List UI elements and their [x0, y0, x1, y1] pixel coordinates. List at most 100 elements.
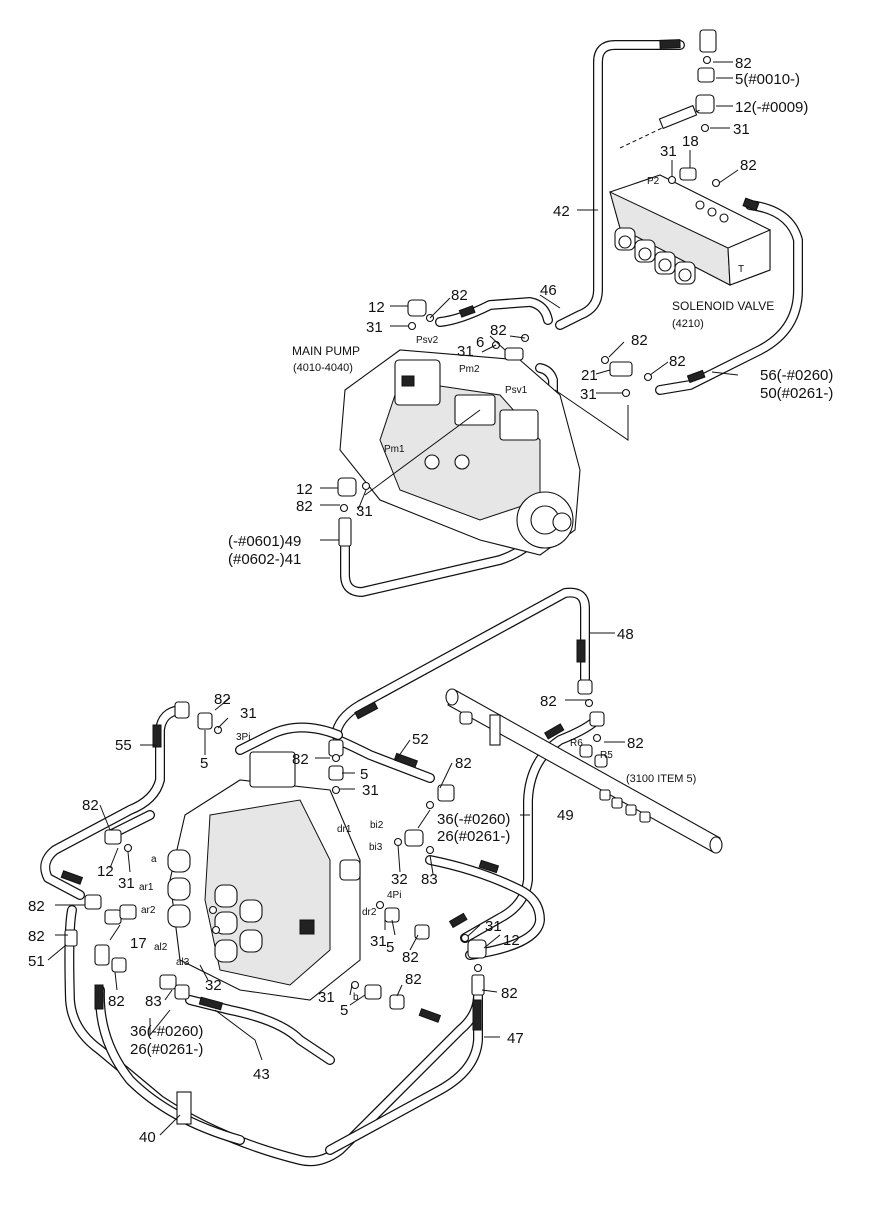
port-dr2: dr2 [362, 907, 377, 918]
port-bi2: bi2 [370, 820, 384, 831]
callout-82: 82 [451, 287, 468, 304]
callout-82: 82 [627, 735, 644, 752]
callout-82: 82 [28, 898, 45, 915]
fitting-6 [504, 347, 524, 361]
callout-82: 82 [108, 993, 125, 1010]
port-al3: al3 [176, 957, 190, 968]
callout-31: 31 [362, 782, 379, 799]
callout-52: 52 [412, 731, 429, 748]
callout-82: 82 [540, 693, 557, 710]
port-psv1: Psv1 [505, 385, 528, 396]
callout-31: 31 [457, 343, 474, 360]
port-pm2: Pm2 [459, 364, 480, 375]
callout-82: 82 [455, 755, 472, 772]
elbow-12-pm1 [337, 477, 357, 497]
callout-26-0261: 26(#0261-) [437, 828, 510, 845]
callout-56-0260: 56(-#0260) [760, 367, 833, 384]
port-t: T [738, 264, 744, 275]
fitting-18 [679, 167, 697, 181]
control-valve: 3Pi 4Pi dr1 dr2 bi2 bi3 a ar1 ar2 al2 al… [64, 701, 487, 1010]
callout-5: 5 [200, 755, 208, 772]
callout-82: 82 [214, 691, 231, 708]
callout-31: 31 [580, 386, 597, 403]
callout-82: 82 [296, 498, 313, 515]
leader-lines [47, 61, 739, 1136]
callout-49-0601: (-#0601)49 [228, 533, 301, 550]
callout-12: 12 [296, 481, 313, 498]
valve-top-block [249, 751, 296, 788]
callout-83: 83 [145, 993, 162, 1010]
spool-caps [167, 849, 263, 963]
callout-31: 31 [660, 143, 677, 160]
callout-26-0261: 26(#0261-) [130, 1041, 203, 1058]
port-r6: R6 [570, 738, 583, 749]
solenoid-valve-label: SOLENOID VALVE [672, 299, 774, 313]
port-al2: al2 [154, 942, 168, 953]
solenoid-valve: T P2 [609, 29, 771, 286]
elbow-12-top [695, 94, 715, 114]
port-psv2: Psv2 [416, 335, 439, 346]
tee-21 [609, 361, 633, 377]
callout-18: 18 [682, 133, 699, 150]
callout-55: 55 [115, 737, 132, 754]
callout-5-0010: 5(#0010-) [735, 71, 800, 88]
callout-41-0602: (#0602-)41 [228, 551, 301, 568]
port-ar2: ar2 [141, 905, 156, 916]
callout-6: 6 [476, 334, 484, 351]
callout-82: 82 [735, 55, 752, 72]
solenoid-valve-code: (4210) [672, 318, 704, 330]
callout-17: 17 [130, 935, 147, 952]
callout-31: 31 [240, 705, 257, 722]
callout-82: 82 [292, 751, 309, 768]
callout-82: 82 [82, 797, 99, 814]
callout-50-0261: 50(#0261-) [760, 385, 833, 402]
callout-47: 47 [507, 1030, 524, 1047]
port-3pi: 3Pi [236, 732, 250, 743]
callout-82: 82 [740, 157, 757, 174]
port-b: b [353, 992, 359, 1003]
port-p2: P2 [647, 176, 660, 187]
pipe-item-ref: (3100 ITEM 5) [626, 773, 696, 785]
callout-31: 31 [356, 503, 373, 520]
callout-46: 46 [540, 282, 557, 299]
callout-31: 31 [366, 319, 383, 336]
fitting-top [699, 29, 717, 53]
callout-82: 82 [490, 322, 507, 339]
callout-21: 21 [581, 367, 598, 384]
callout-82: 82 [28, 928, 45, 945]
callout-43: 43 [253, 1066, 270, 1083]
callout-31: 31 [485, 918, 502, 935]
regulator-block [394, 359, 441, 406]
callout-12: 12 [503, 932, 520, 949]
callout-82: 82 [631, 332, 648, 349]
callout-82: 82 [669, 353, 686, 370]
callout-82: 82 [501, 985, 518, 1002]
port-ar1: ar1 [139, 882, 154, 893]
port-r5: R5 [600, 750, 613, 761]
callout-49: 49 [557, 807, 574, 824]
port-dr1: dr1 [337, 824, 352, 835]
callout-31: 31 [318, 989, 335, 1006]
part-callouts: 82 5(#0010-) 12(-#0009) 31 18 31 82 42 1… [28, 55, 833, 1146]
callout-5: 5 [340, 1002, 348, 1019]
solenoid-coils [614, 227, 696, 285]
port-bi3: bi3 [369, 842, 383, 853]
callout-5: 5 [360, 766, 368, 783]
main-pump-code: (4010-4040) [293, 362, 353, 374]
fitting-5-top [697, 67, 715, 83]
port-pm1: Pm1 [384, 444, 405, 455]
main-pump-label: MAIN PUMP [292, 344, 360, 358]
callout-31: 31 [118, 875, 135, 892]
callout-42: 42 [553, 203, 570, 220]
port-a: a [151, 854, 157, 865]
callout-12: 12 [368, 299, 385, 316]
callout-31: 31 [733, 121, 750, 138]
hose-clamp [176, 1091, 192, 1125]
callout-31: 31 [370, 933, 387, 950]
callout-83: 83 [421, 871, 438, 888]
hose-markings [60, 39, 760, 1125]
pump-shaft [552, 512, 572, 532]
callout-36-0260: 36(-#0260) [437, 811, 510, 828]
callout-12-0009: 12(-#0009) [735, 99, 808, 116]
